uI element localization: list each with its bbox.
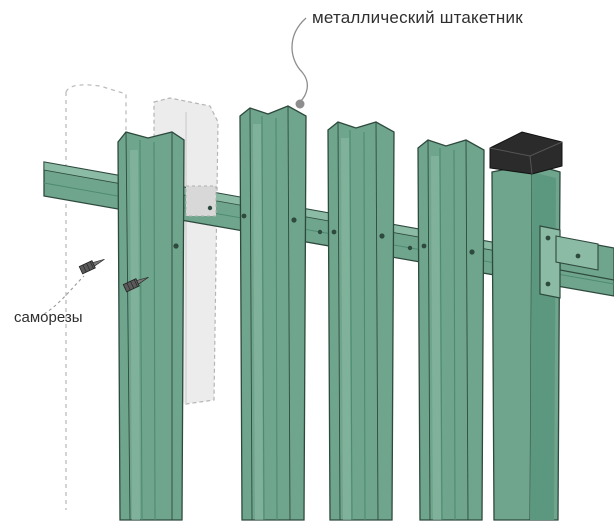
screws-label: саморезы bbox=[14, 309, 83, 326]
post-cap bbox=[490, 132, 562, 174]
picket-1 bbox=[118, 132, 184, 520]
rail-dashed-segment bbox=[186, 186, 216, 216]
fence-post bbox=[490, 132, 562, 520]
picket-label: металлический штакетник bbox=[312, 8, 523, 28]
picket-2 bbox=[240, 106, 306, 520]
picket-3 bbox=[328, 122, 394, 520]
picket-4 bbox=[418, 140, 484, 520]
ghost-picket-1-top bbox=[66, 85, 126, 130]
picket-leader-line bbox=[292, 18, 307, 102]
